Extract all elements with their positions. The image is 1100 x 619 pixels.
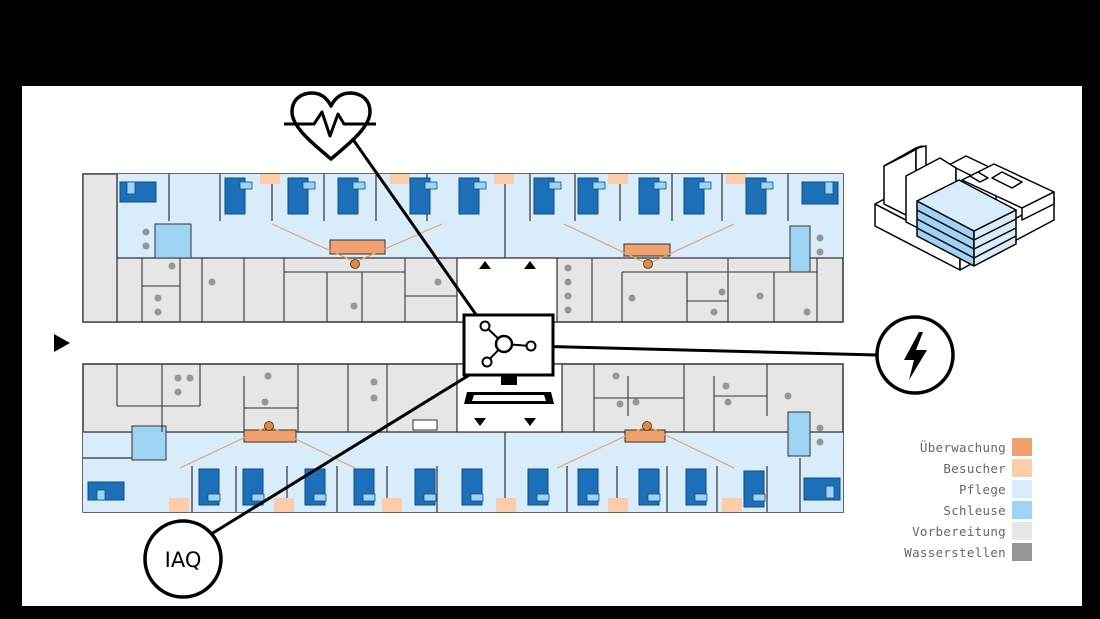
lightning-icon [875, 315, 955, 395]
sensor-connections [207, 137, 878, 538]
schleuse-lower-right [787, 411, 811, 457]
legend-swatch [1012, 459, 1032, 477]
legend-swatch [1012, 543, 1032, 561]
wasserstellen-lower [174, 372, 824, 446]
legend-label: Überwachung [920, 439, 1006, 455]
schleuse-upper-right [789, 225, 811, 273]
legend-label: Vorbereitung [912, 524, 1006, 539]
legend-label: Schleuse [943, 503, 1006, 518]
legend-swatch [1012, 480, 1032, 498]
wasserstellen-upper [142, 228, 824, 316]
ueberwachung-station-upper-right [623, 243, 671, 257]
legend-item-ueberwachung: Überwachung [920, 438, 1032, 456]
lower-wing [82, 363, 844, 513]
legend-item-wasserstellen: Wasserstellen [904, 543, 1032, 561]
sightlines-upper [271, 223, 735, 265]
sightlines-lower [179, 425, 735, 469]
legend-label: Pflege [959, 482, 1006, 497]
entry-arrow [54, 334, 70, 352]
schleuse-lower-left [131, 425, 167, 461]
legend-item-vorbereitung: Vorbereitung [912, 522, 1032, 540]
patient-rooms-upper [119, 177, 839, 215]
computer-hub-icon [462, 313, 555, 404]
legend-label: Wasserstellen [904, 545, 1006, 560]
ueberwachung-station-upper-left [329, 239, 386, 255]
floor-plan-canvas: IAQ Überwachung Besucher [22, 86, 1082, 606]
legend-swatch [1012, 501, 1032, 519]
pflege-area-lower-right [505, 432, 843, 512]
building-axonometric-icon [874, 145, 1055, 271]
legend-label: Besucher [943, 461, 1006, 476]
legend: Überwachung Besucher Pflege Schleuse Vor… [904, 438, 1032, 561]
upper-wing [82, 173, 844, 323]
legend-swatch [1012, 438, 1032, 456]
legend-item-pflege: Pflege [959, 480, 1032, 498]
besucher-tabs-lower [169, 498, 742, 512]
floor-plan: IAQ Überwachung Besucher [54, 91, 1055, 599]
iaq-sensor-icon: IAQ [143, 519, 223, 599]
iaq-label: IAQ [165, 548, 202, 572]
legend-swatch [1012, 522, 1032, 540]
heart-rate-icon [284, 91, 376, 161]
legend-item-besucher: Besucher [943, 459, 1032, 477]
besucher-tabs-upper [260, 174, 746, 184]
legend-item-schleuse: Schleuse [943, 501, 1032, 519]
schleuse-upper-left [154, 223, 192, 259]
